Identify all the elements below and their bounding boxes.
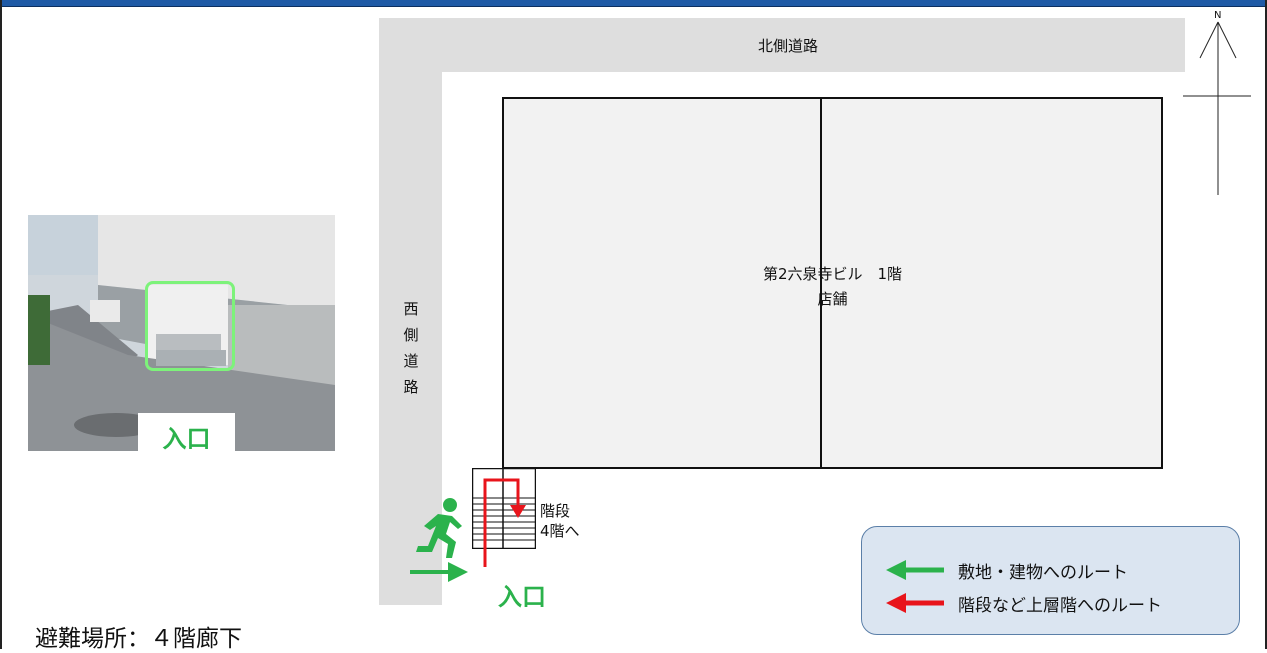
- evacuation-place: 避難場所：４階廊下: [35, 626, 242, 652]
- photo-entrance-label-box: [138, 413, 235, 451]
- stairs-label-line1: 階段: [540, 502, 571, 520]
- legend: 敷地・建物へのルート 階段など上層階へのルート: [861, 526, 1240, 635]
- building-name-line1: 第2六泉寺ビル 1階: [762, 265, 903, 283]
- north-road-label: 北側道路: [758, 37, 819, 55]
- stairs-label: 階段 4階へ: [540, 501, 580, 541]
- legend-green-arrow-icon: [886, 560, 944, 580]
- entrance-label: 入口: [498, 583, 546, 611]
- stairs-label-line2: 4階へ: [540, 522, 580, 540]
- building-name-line2: 店舗: [817, 290, 848, 308]
- north-road: [379, 18, 1185, 72]
- running-person-icon: [416, 498, 462, 558]
- photo-entrance-label: 入口: [162, 425, 211, 451]
- stairs-icon: [471, 467, 537, 550]
- upper-floor-route-arrow: [483, 478, 526, 567]
- west-road: [379, 18, 442, 605]
- west-road-label: 西側道路: [403, 300, 419, 396]
- stairs: [471, 467, 537, 550]
- header-bar: [0, 0, 1267, 7]
- building-divider: [820, 99, 822, 467]
- building-name: 第2六泉寺ビル 1階 店舗: [504, 262, 1161, 312]
- compass: N: [1183, 10, 1253, 195]
- legend-item-upper-floor-route: 階段など上層階へのルート: [958, 596, 1162, 616]
- entrance-highlight-box: [145, 281, 235, 371]
- compass-north-label: N: [1214, 10, 1222, 21]
- entrance-photo-image: [28, 215, 335, 451]
- entrance-route-arrow: [410, 562, 468, 582]
- north-arrow-icon: [1183, 21, 1251, 195]
- entrance-photo: 入口: [28, 215, 335, 451]
- legend-red-arrow-icon: [886, 593, 944, 613]
- legend-item-site-route: 敷地・建物へのルート: [958, 563, 1128, 583]
- building: 第2六泉寺ビル 1階 店舗: [502, 97, 1163, 469]
